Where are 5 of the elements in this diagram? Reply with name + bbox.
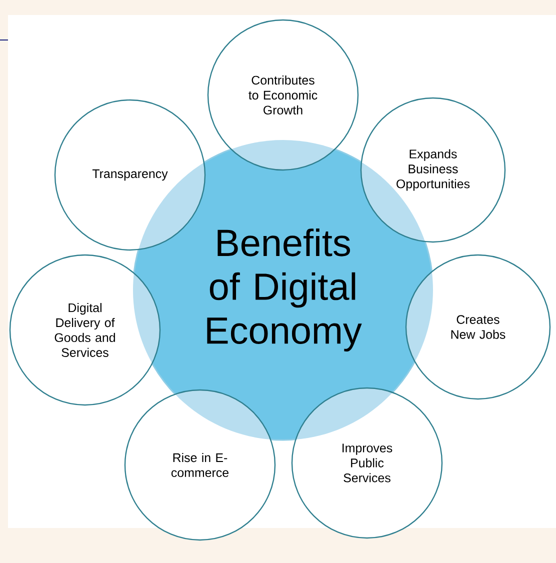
- node-label: Rise in E-commerce: [171, 452, 229, 478]
- node-label: Improves Public Services: [342, 444, 392, 482]
- node-label: Digital Delivery of Goods and Services: [54, 303, 115, 357]
- node-label: Contributes to Economic Growth: [248, 75, 318, 115]
- node-label: Creates New Jobs: [451, 315, 506, 339]
